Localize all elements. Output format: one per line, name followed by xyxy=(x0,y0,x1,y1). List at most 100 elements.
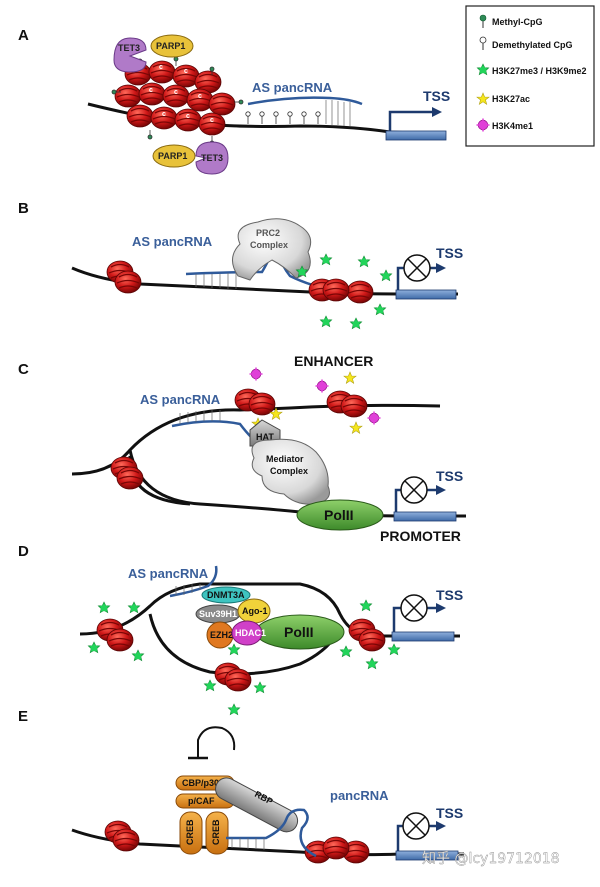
protein-label: PARP1 xyxy=(158,151,187,161)
mediator-complex: Mediator Complex xyxy=(251,438,330,505)
parp1-protein: PARP1 xyxy=(150,34,194,58)
enhancer-label: ENHANCER xyxy=(294,353,373,369)
rbp-protein: RBP xyxy=(215,777,299,833)
nucleosome xyxy=(110,456,144,490)
creb-protein: CREB xyxy=(205,811,229,855)
legend-label: H3K27me3 / H3K9me2 xyxy=(492,66,587,76)
pancrna-strand xyxy=(247,96,363,106)
legend-label: Demethylated CpG xyxy=(492,40,573,50)
factor-label: Suv39H1 xyxy=(199,609,237,619)
enhancer-nucleosome xyxy=(326,390,368,418)
hdac1-protein: HDAC1 xyxy=(231,620,266,646)
factor-label: EZH2 xyxy=(210,630,233,640)
complex-label: Complex xyxy=(250,240,288,250)
rna-dna-hybrid xyxy=(195,273,237,289)
cpg-mark: c xyxy=(162,111,166,118)
factor-label: CREB xyxy=(211,819,221,845)
nucleosome-pair xyxy=(304,836,370,864)
ago1-protein: Ago-1 xyxy=(237,598,271,624)
panel-letter: E xyxy=(18,708,28,725)
pancrna-strand xyxy=(169,565,218,598)
factor-label: DNMT3A xyxy=(207,590,245,600)
promoter-tss: TSS xyxy=(385,88,450,141)
protein-label: TET3 xyxy=(201,153,223,163)
factor-label: p/CAF xyxy=(188,796,215,806)
complex-label: PRC2 xyxy=(256,228,280,238)
promoter-tss: TSS xyxy=(391,587,463,642)
nucleosome xyxy=(348,618,386,652)
polii-enzyme: PolII xyxy=(296,499,384,531)
dna-loop xyxy=(79,582,460,638)
panel-letter: C xyxy=(18,361,29,378)
polii-label: PolII xyxy=(324,507,354,523)
nucleosome-pair xyxy=(308,278,374,304)
tss-label: TSS xyxy=(423,88,450,104)
nucleosome xyxy=(214,662,252,692)
complex-label: Complex xyxy=(270,466,308,476)
nucleosome xyxy=(106,260,142,294)
cpg-mark: c xyxy=(210,117,214,124)
rna-label: AS pancRNA xyxy=(140,392,221,407)
prc2-complex: PRC2 Complex xyxy=(232,218,312,281)
factor-label: CBP/p300 xyxy=(182,778,224,788)
rna-label: AS pancRNA xyxy=(128,566,209,581)
cpg-mark: c xyxy=(174,89,178,96)
cpg-mark: c xyxy=(186,113,190,120)
rna-label: pancRNA xyxy=(330,788,389,803)
ezh2-protein: EZH2 xyxy=(206,621,234,649)
cpg-mark: c xyxy=(198,93,202,100)
panel-c: C ENHANCER AS pancRNA HAT Mediator Compl… xyxy=(18,353,466,544)
complex-label: Mediator xyxy=(266,454,304,464)
demethylated-cpg-icon xyxy=(479,36,487,50)
polii-label: PolII xyxy=(284,624,314,640)
tss-label: TSS xyxy=(436,805,463,821)
promoter-tss: TSS xyxy=(395,245,463,300)
tss-label: TSS xyxy=(436,587,463,603)
legend: Methyl-CpG Demethylated CpG H3K27me3 / H… xyxy=(465,5,595,147)
suv39h1-protein: Suv39H1 xyxy=(195,604,241,624)
panel-b: B AS pancRNA PRC2 Complex TSS xyxy=(18,200,463,330)
panel-letter: A xyxy=(18,27,29,44)
promoter-label: PROMOTER xyxy=(380,528,461,544)
creb-protein: CREB xyxy=(179,811,203,855)
tss-label: TSS xyxy=(436,468,463,484)
promoter-tss: TSS xyxy=(393,468,463,522)
cpg-mark: c xyxy=(149,87,153,94)
rna-dna-hybrid xyxy=(231,838,265,850)
dnmt3a-protein: DNMT3A xyxy=(201,586,251,604)
panel-letter: D xyxy=(18,543,29,560)
panel-a: A c c c c c c c c c TET xyxy=(18,27,450,175)
enzyme-label: HAT xyxy=(256,432,274,442)
rna-dna-hybrid xyxy=(175,584,201,596)
promoter-tss: TSS xyxy=(395,805,463,861)
panel-letter: B xyxy=(18,200,29,217)
pancrna-strand xyxy=(226,808,317,858)
panel-d: D AS pancRNA PolII DNMT3A Suv39H1 xyxy=(18,543,463,716)
nucleosome xyxy=(104,820,140,852)
tet3-protein: TET3 xyxy=(195,141,229,175)
tss-label: TSS xyxy=(436,245,463,261)
legend-label: H3K27ac xyxy=(492,94,530,104)
methyl-cpg-icon xyxy=(479,14,487,28)
cpg-mark: c xyxy=(159,64,163,71)
demethylated-cpg-row xyxy=(245,111,321,124)
parp1-protein: PARP1 xyxy=(152,144,196,168)
legend-label: H3K4me1 xyxy=(492,121,533,131)
panel-e: E CBP/p300 p/CAF CREB CREB RBP xyxy=(18,708,464,864)
rna-label: AS pancRNA xyxy=(132,234,213,249)
rna-dna-hybrid xyxy=(325,100,351,126)
watermark: 知乎 @lcy19712018 xyxy=(422,850,560,867)
factor-label: Ago-1 xyxy=(242,606,268,616)
factor-label: HDAC1 xyxy=(235,628,266,638)
repression-feedback-icon xyxy=(188,726,236,760)
rna-dna-hybrid xyxy=(179,410,221,424)
protein-label: PARP1 xyxy=(156,41,185,51)
pancrna-strand xyxy=(171,420,253,439)
cpg-mark: c xyxy=(184,68,188,75)
polii-enzyme: PolII xyxy=(255,614,345,650)
rna-label: AS pancRNA xyxy=(252,80,333,95)
factor-label: CREB xyxy=(185,819,195,845)
protein-label: TET3 xyxy=(118,43,140,53)
legend-label: Methyl-CpG xyxy=(492,17,543,27)
